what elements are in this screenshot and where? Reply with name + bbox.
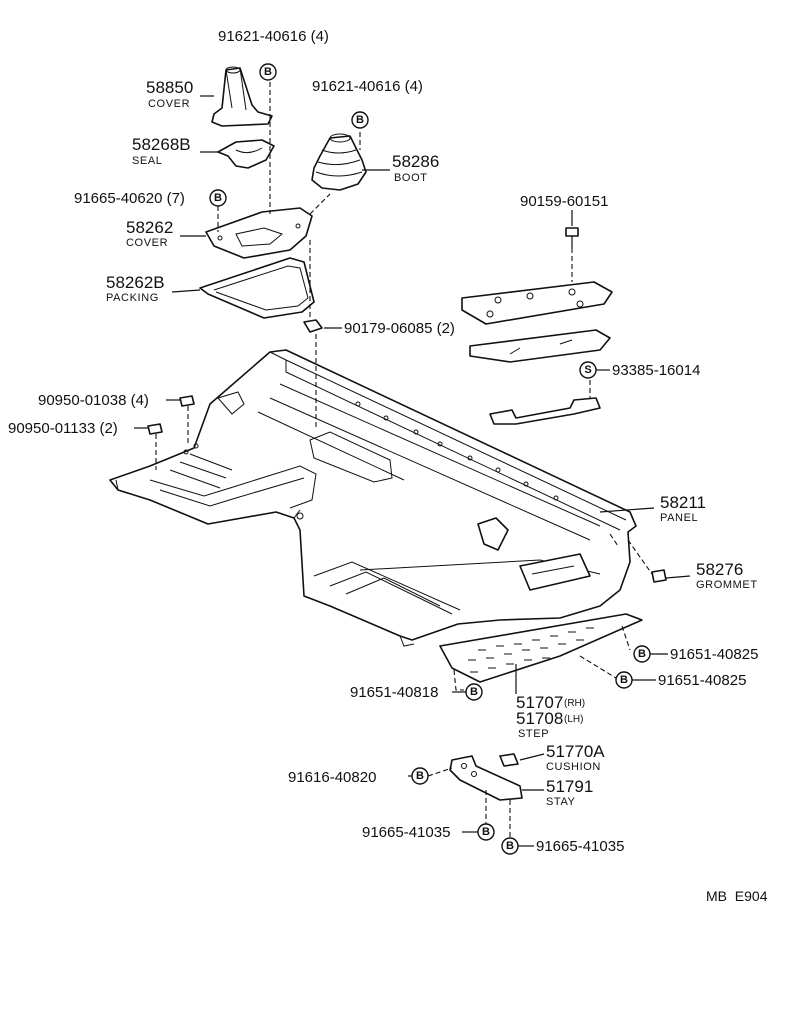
label-58262b: 58262B [106, 273, 165, 292]
part-58262-cover [205, 207, 313, 259]
callout-b-icon: B [411, 767, 429, 785]
label-51708: 51708 [516, 709, 563, 728]
callout-s-icon: S [579, 361, 597, 379]
part-58262b-packing [199, 257, 315, 319]
upper-assembly-lines [217, 82, 361, 320]
label-91616-40820: 91616-40820 [288, 769, 376, 786]
label-90159-60151: 90159-60151 [520, 193, 608, 210]
leader-lines [134, 95, 691, 847]
label-51707: 51707 [516, 693, 563, 712]
svg-text:B: B [506, 840, 514, 852]
label-90950-01038: 90950-01038 (4) [38, 392, 149, 409]
label-58211-name: PANEL [660, 512, 698, 524]
label-91621-40616-right: 91621-40616 (4) [312, 78, 423, 95]
part-58286-boot [311, 133, 367, 191]
callout-b-icon: B [351, 111, 369, 129]
part-58268b-seal [217, 139, 275, 169]
svg-text:B: B [620, 674, 628, 686]
label-58262b-name: PACKING [106, 292, 159, 304]
label-58211: 58211 [660, 493, 706, 512]
svg-text:B: B [638, 648, 646, 660]
label-51707-side: (RH) [564, 698, 585, 709]
label-58276: 58276 [696, 560, 743, 579]
part-51791-stay [427, 753, 523, 838]
label-91651-40818: 91651-40818 [350, 684, 438, 701]
svg-text:B: B [482, 826, 490, 838]
label-58286: 58286 [392, 152, 439, 171]
label-51708-side: (LH) [564, 714, 583, 725]
callout-b-icon: B [209, 189, 227, 207]
callout-b-icon: B [501, 837, 519, 855]
label-51770a-name: CUSHION [546, 761, 601, 773]
label-58850-name: COVER [148, 98, 190, 110]
label-90179-06085: 90179-06085 (2) [344, 320, 455, 337]
part-plate-group [461, 227, 613, 425]
label-58268b: 58268B [132, 135, 191, 154]
part-90950-plugs [147, 395, 195, 470]
svg-text:B: B [416, 770, 424, 782]
part-5170x-step [439, 613, 643, 694]
callout-b-icon: B [615, 671, 633, 689]
svg-text:B: B [214, 192, 222, 204]
part-90179-clip [303, 319, 323, 333]
label-58262: 58262 [126, 218, 173, 237]
label-93385-16014: 93385-16014 [612, 362, 700, 379]
label-90950-01133: 90950-01133 (2) [8, 420, 118, 437]
callout-b-icon: B [633, 645, 651, 663]
callout-b-icon: B [477, 823, 495, 841]
label-91651-40825-a: 91651-40825 [670, 646, 758, 663]
label-51791: 51791 [546, 777, 593, 796]
svg-text:S: S [584, 364, 591, 376]
part-58850-cover [211, 66, 273, 127]
label-91665-41035-b: 91665-41035 [536, 838, 624, 855]
part-51770a-cushion [499, 753, 519, 767]
label-58268b-name: SEAL [132, 155, 163, 167]
label-91665-41035-a: 91665-41035 [362, 824, 450, 841]
callout-b-icon: B [465, 683, 483, 701]
svg-text:B: B [264, 66, 272, 78]
svg-text:B: B [470, 686, 478, 698]
label-58276-name: GROMMET [696, 579, 758, 591]
label-91665-40620: 91665-40620 (7) [74, 190, 185, 207]
label-58262-name: COVER [126, 237, 168, 249]
label-58286-name: BOOT [394, 172, 428, 184]
label-51791-name: STAY [546, 796, 576, 808]
footer-code: MB E904 [706, 888, 768, 904]
label-step-name: STEP [518, 728, 549, 740]
svg-text:B: B [356, 114, 364, 126]
label-58850: 58850 [146, 78, 193, 97]
label-91621-40616-top: 91621-40616 (4) [218, 28, 329, 45]
label-51770a: 51770A [546, 742, 605, 761]
callout-b-icon: B [259, 63, 277, 81]
part-58211-panel [109, 334, 637, 647]
part-58276-grommet [609, 533, 667, 583]
label-91651-40825-b: 91651-40825 [658, 672, 746, 689]
